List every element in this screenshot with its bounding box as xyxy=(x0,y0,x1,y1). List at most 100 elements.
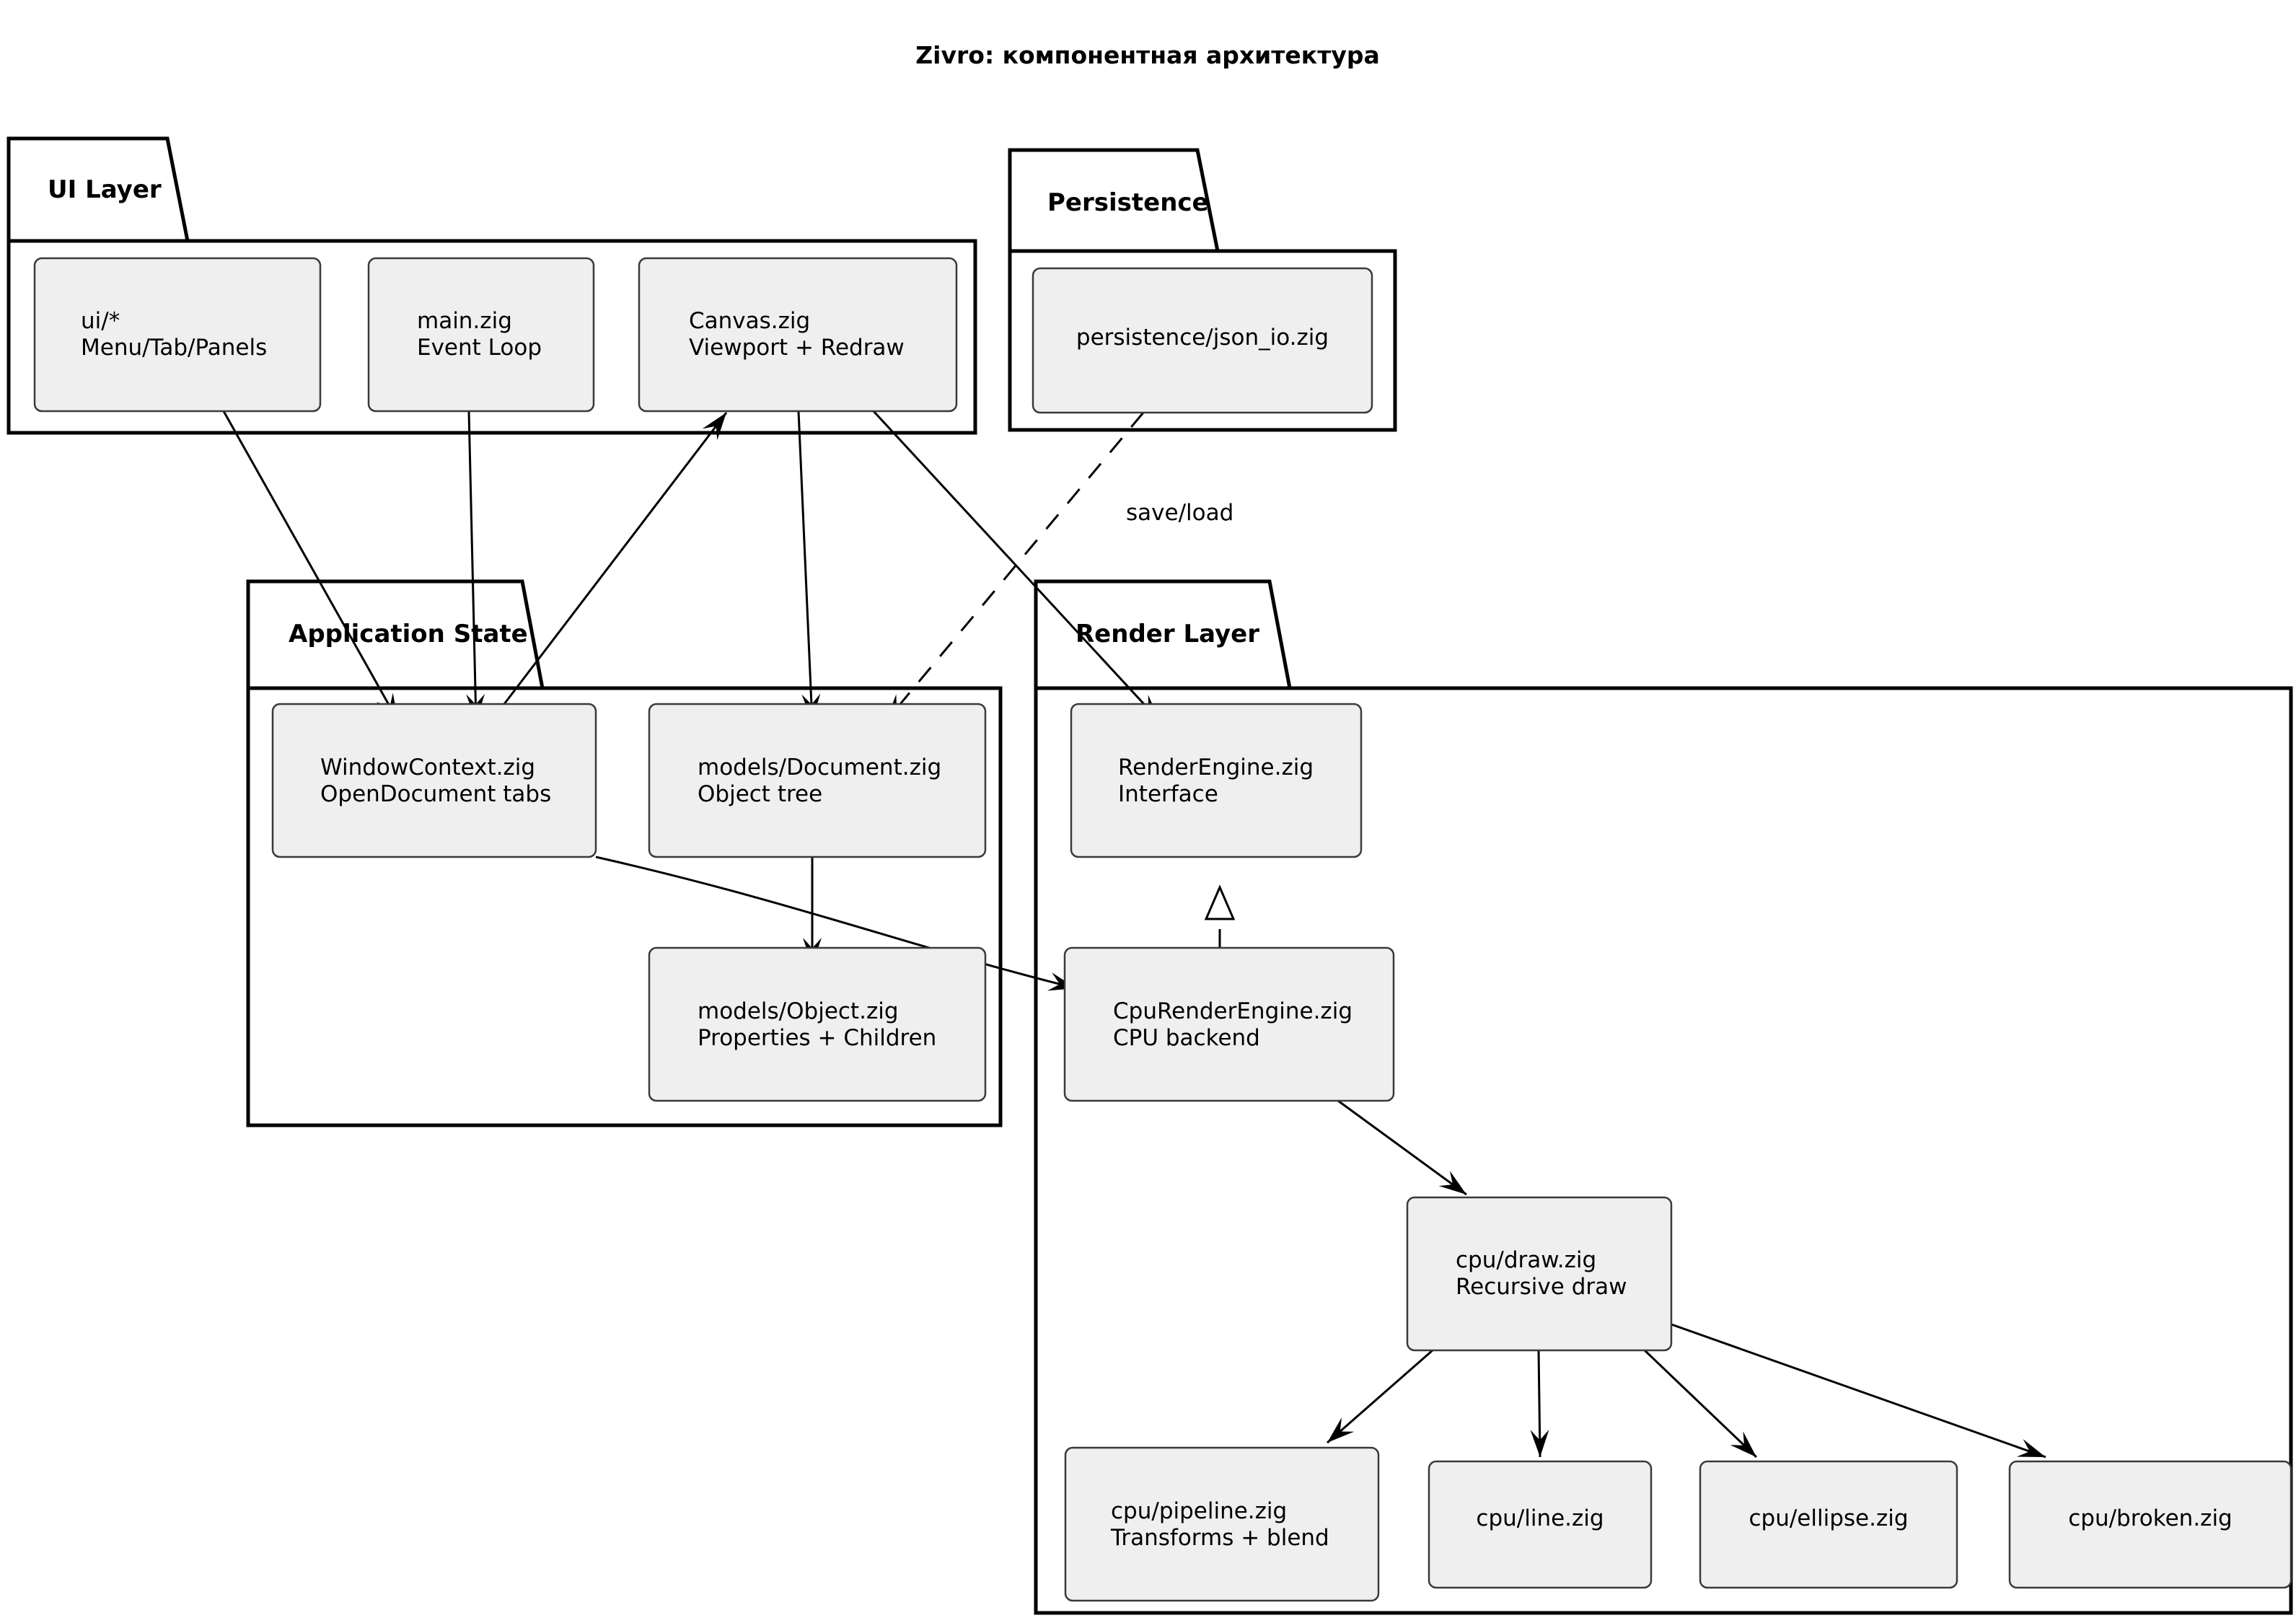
node-label-line: CPU backend xyxy=(1113,1025,1260,1051)
node-cpu-line[interactable]: cpu/line.zig xyxy=(1428,1460,1653,1589)
arrow-head xyxy=(702,413,726,441)
package-tab xyxy=(246,579,545,690)
package-title: Application State xyxy=(289,620,528,648)
node-label-line: Object tree xyxy=(698,781,822,807)
node-label-line: cpu/line.zig xyxy=(1476,1505,1604,1531)
node-label: ui/*Menu/Tab/Panels xyxy=(81,308,267,361)
node-box[interactable] xyxy=(33,257,322,413)
node-box[interactable] xyxy=(367,257,595,413)
node-label-line: models/Object.zig xyxy=(698,998,899,1024)
package-tab xyxy=(1008,148,1220,253)
node-label-line: OpenDocument tabs xyxy=(320,781,551,807)
node-box[interactable] xyxy=(1699,1460,1958,1589)
node-label-line: Menu/Tab/Panels xyxy=(81,335,267,361)
node-box[interactable] xyxy=(2008,1460,2292,1589)
node-label: cpu/broken.zig xyxy=(2068,1505,2233,1531)
edge-line xyxy=(222,410,400,722)
arrow-head-hollow xyxy=(1204,884,1236,920)
package-title: UI Layer xyxy=(48,175,162,204)
package-title: Persistence xyxy=(1047,188,1209,217)
node-cpu-broken[interactable]: cpu/broken.zig xyxy=(2008,1460,2292,1589)
edge-cpudraw-to-ellipse xyxy=(1643,1349,1758,1459)
edge-line xyxy=(884,412,1145,722)
edge-line xyxy=(467,410,478,722)
node-cpu-ellipse[interactable]: cpu/ellipse.zig xyxy=(1699,1460,1958,1589)
node-box[interactable] xyxy=(648,946,987,1102)
node-label-line: Interface xyxy=(1118,781,1218,807)
node-label-line: CpuRenderEngine.zig xyxy=(1113,998,1352,1024)
package-body xyxy=(1034,686,2293,1615)
package-render-layer[interactable]: Render Layer xyxy=(1034,579,2293,1615)
edge-line xyxy=(1337,1099,1467,1196)
node-box[interactable] xyxy=(271,703,597,858)
edge-canvas-to-renderengine xyxy=(872,410,1161,723)
arrow-head xyxy=(1730,1431,1756,1457)
node-label: persistence/json_io.zig xyxy=(1076,325,1329,351)
arrow-head xyxy=(1327,1417,1355,1443)
node-label-line: cpu/draw.zig xyxy=(1456,1247,1596,1273)
node-box[interactable] xyxy=(1406,1196,1673,1352)
node-box[interactable] xyxy=(1064,1446,1380,1602)
edge-windowcontext-to-canvas xyxy=(503,412,728,705)
edge-cpudraw-to-line xyxy=(1530,1350,1549,1458)
node-label: cpu/line.zig xyxy=(1476,1505,1604,1531)
edge-line xyxy=(503,412,728,705)
node-label-line: cpu/broken.zig xyxy=(2068,1505,2233,1531)
edge-canvas-to-modelsdocument xyxy=(797,410,821,722)
edge-line xyxy=(872,410,1161,723)
node-label-line: Properties + Children xyxy=(698,1025,936,1051)
package-tab xyxy=(6,136,190,243)
edge-line xyxy=(1671,1323,2046,1459)
node-label-line: RenderEngine.zig xyxy=(1118,755,1314,780)
node-box[interactable] xyxy=(648,703,987,858)
arrow-head xyxy=(1530,1429,1549,1457)
edge-cpuengine-to-cpudraw xyxy=(1337,1099,1467,1196)
node-label-line: Viewport + Redraw xyxy=(689,335,905,361)
node-label-line: Transforms + blend xyxy=(1110,1525,1329,1551)
node-box[interactable] xyxy=(1428,1460,1653,1589)
node-box[interactable] xyxy=(1063,946,1395,1102)
node-ui-star[interactable]: ui/*Menu/Tab/Panels xyxy=(33,257,322,413)
node-box[interactable] xyxy=(638,257,958,413)
package-tab xyxy=(1034,579,1293,690)
node-label-line: cpu/pipeline.zig xyxy=(1111,1498,1287,1524)
node-json-io[interactable]: persistence/json_io.zig xyxy=(1032,267,1373,414)
edge-line xyxy=(797,410,814,722)
arrow-head xyxy=(1438,1171,1466,1195)
edge-line xyxy=(1537,1350,1541,1458)
node-label: cpu/ellipse.zig xyxy=(1749,1505,1908,1531)
node-label-line: Recursive draw xyxy=(1456,1274,1627,1300)
node-label-line: Event Loop xyxy=(417,335,542,361)
edge-cpudraw-to-broken xyxy=(1671,1323,2046,1459)
node-label-line: persistence/json_io.zig xyxy=(1076,325,1329,351)
node-label-line: WindowContext.zig xyxy=(320,755,535,780)
edge-line xyxy=(1643,1349,1758,1459)
node-box[interactable] xyxy=(1032,267,1373,414)
node-box[interactable] xyxy=(1070,703,1363,858)
edge-cpudraw-to-pipeline xyxy=(1327,1349,1433,1444)
page-title: Zivro: компонентная архитектура xyxy=(915,41,1379,69)
edge-line xyxy=(1327,1349,1433,1444)
edge-cpuengine-realizes-engine xyxy=(1204,884,1236,948)
